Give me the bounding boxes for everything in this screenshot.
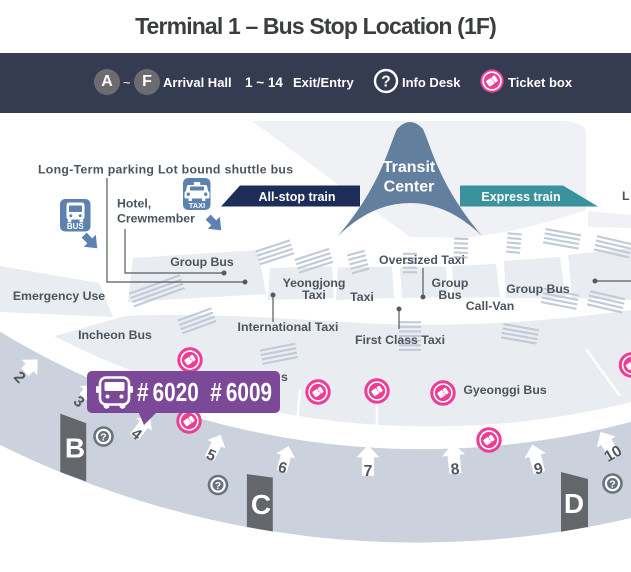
svg-text:All-stop train: All-stop train <box>258 190 335 204</box>
svg-text:10: 10 <box>602 442 625 465</box>
svg-text:C: C <box>251 489 271 520</box>
svg-text:Taxi: Taxi <box>302 288 326 302</box>
svg-text:8: 8 <box>450 461 461 479</box>
svg-text:Call-Van: Call-Van <box>466 299 515 313</box>
svg-text:D: D <box>564 488 584 519</box>
svg-text:Incheon Bus: Incheon Bus <box>78 328 152 342</box>
svg-text:7: 7 <box>364 463 373 480</box>
svg-text:B: B <box>65 433 85 464</box>
svg-text:Crewmember: Crewmember <box>117 212 195 226</box>
svg-text:# 6020 # 6009: # 6020 # 6009 <box>137 377 272 407</box>
svg-text:Express train: Express train <box>481 190 560 204</box>
svg-text:Bus: Bus <box>438 288 461 302</box>
svg-text:Group Bus: Group Bus <box>170 255 234 269</box>
svg-text:Center: Center <box>384 179 435 196</box>
svg-text:Group Bus: Group Bus <box>506 282 570 296</box>
svg-text:TAXI: TAXI <box>189 201 206 210</box>
svg-text:Yeongjong: Yeongjong <box>283 276 346 290</box>
svg-text:BUS: BUS <box>67 222 85 231</box>
svg-text:Long-Term parking Lot bound sh: Long-Term parking Lot bound shuttle bus <box>38 163 293 177</box>
svg-text:?: ? <box>381 74 390 91</box>
svg-text:Oversized Taxi: Oversized Taxi <box>379 253 465 267</box>
svg-text:Taxi: Taxi <box>350 290 374 304</box>
svg-text:s: s <box>281 370 288 384</box>
svg-text:L: L <box>622 189 630 203</box>
svg-text:International Taxi: International Taxi <box>238 320 339 334</box>
svg-text:6: 6 <box>276 459 289 478</box>
svg-text:Transit: Transit <box>383 159 436 176</box>
svg-text:Gyeonggi Bus: Gyeonggi Bus <box>463 383 547 397</box>
svg-text:Emergency Use: Emergency Use <box>13 289 105 303</box>
svg-text:Group: Group <box>432 276 469 290</box>
svg-text:First Class Taxi: First Class Taxi <box>355 333 445 347</box>
svg-text:Hotel,: Hotel, <box>117 197 151 211</box>
